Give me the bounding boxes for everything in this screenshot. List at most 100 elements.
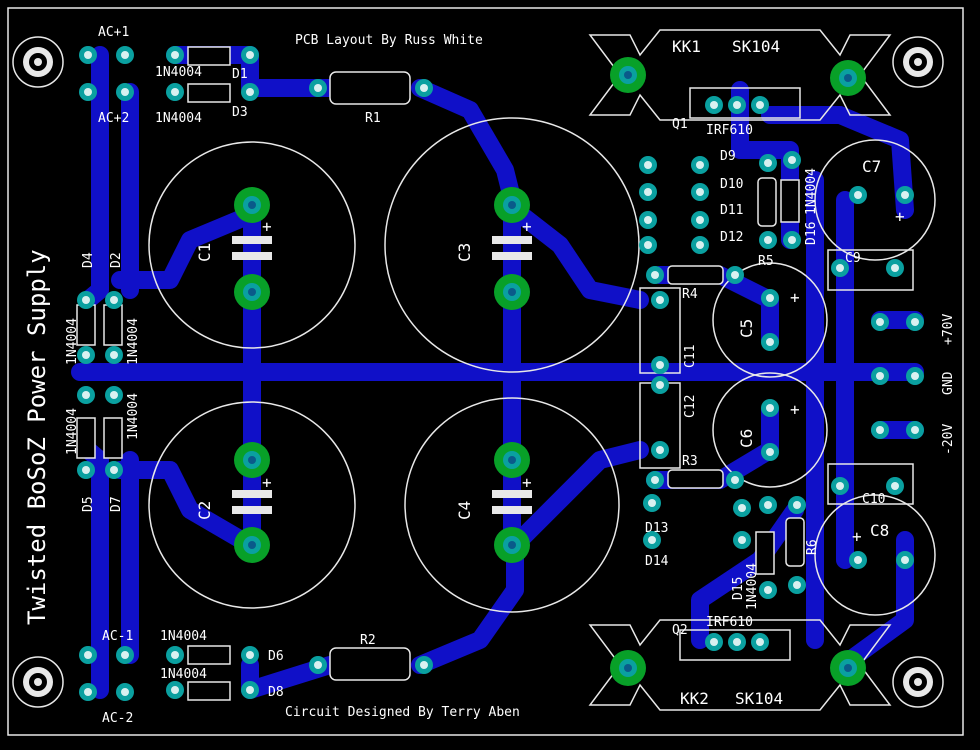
d4-label: D4 [81,252,96,268]
small-pad [166,46,184,64]
mounting-hole [12,656,64,708]
r2-label: R2 [360,633,376,648]
small-pad [691,156,709,174]
kk1-part: SK104 [732,37,780,56]
large-pad [610,57,646,93]
plus-mark: + [895,207,905,226]
d1-part: 1N4004 [155,65,202,80]
c2-outline [148,401,356,609]
small-pad [871,313,889,331]
d11-label: D11 [720,203,743,218]
small-pad [849,186,867,204]
small-pad [646,266,664,284]
v70-label: +70V [941,314,956,345]
small-pad [415,656,433,674]
small-pad [705,96,723,114]
d15-label: D15 [731,577,746,600]
c5-outline [712,262,828,378]
traces [71,46,924,699]
small-pad [788,576,806,594]
small-pad [639,156,657,174]
small-pad [79,46,97,64]
small-pad [77,386,95,404]
d3-label: D3 [232,105,248,120]
large-pad [494,442,530,478]
small-pad [733,499,751,517]
large-pad [234,442,270,478]
d2-part: 1N4004 [126,318,141,365]
small-pad [761,399,779,417]
small-pad [79,83,97,101]
small-pad [651,291,669,309]
v20-label: -20V [941,424,956,455]
cap-symbols [232,236,532,514]
small-pad [691,211,709,229]
small-pad [166,681,184,699]
small-pad [751,96,769,114]
ac-p1-label: AC+1 [98,25,129,40]
d7-label: D7 [109,496,124,512]
d6-label: D6 [268,649,284,664]
mounting-hole [892,36,944,88]
small-pad [105,386,123,404]
small-pad [166,646,184,664]
d16-label: D16 [804,222,819,245]
d13-label: D13 [645,521,668,536]
small-pad [309,79,327,97]
small-pad [691,236,709,254]
q2-label: Q2 [672,623,688,638]
d4-part: 1N4004 [65,318,80,365]
q1-part: IRF610 [706,123,753,138]
r1-label: R1 [365,111,381,126]
heatsink-kk1 [588,29,892,121]
gnd-label: GND [941,371,956,395]
small-pad [77,346,95,364]
c6-outline [712,372,828,488]
small-pad [639,211,657,229]
d3-part: 1N4004 [155,111,202,126]
large-pad [234,187,270,223]
small-pad [639,236,657,254]
large-pad [494,187,530,223]
d7-part: 1N4004 [126,393,141,440]
resistor-bodies [329,71,805,681]
polarity-marks: ++++++++ [262,207,905,546]
small-pad [728,633,746,651]
small-pad [691,183,709,201]
small-pad [886,477,904,495]
large-pad [610,650,646,686]
r3-label: R3 [682,454,698,469]
ac-p2-label: AC+2 [98,111,129,126]
c4-label: C4 [455,501,474,520]
small-pad [783,151,801,169]
small-pad [643,494,661,512]
plus-mark: + [522,217,532,236]
plus-mark: + [790,288,800,307]
small-pad [788,496,806,514]
small-pad [906,313,924,331]
small-pad [783,231,801,249]
d10-label: D10 [720,177,743,192]
plus-mark: + [522,473,532,492]
small-pad [105,291,123,309]
plus-mark: + [262,473,272,492]
c1-outline [148,141,356,349]
small-pad [759,154,777,172]
ac-m2-label: AC-2 [102,711,133,726]
c12-label: C12 [683,395,698,418]
r4-label: R4 [682,287,698,302]
d5-part: 1N4004 [65,408,80,455]
small-pad [849,551,867,569]
c4-outline [404,397,620,613]
c7-outline [814,139,936,261]
small-pad [105,346,123,364]
heatsink-kk2 [588,619,892,711]
d6-part: 1N4004 [160,629,207,644]
small-pad [79,646,97,664]
c11-label: C11 [683,345,698,368]
large-pad [494,527,530,563]
large-pad [830,60,866,96]
small-pad [705,633,723,651]
board-title: Twisted BoSoZ Power Supply [23,249,51,625]
